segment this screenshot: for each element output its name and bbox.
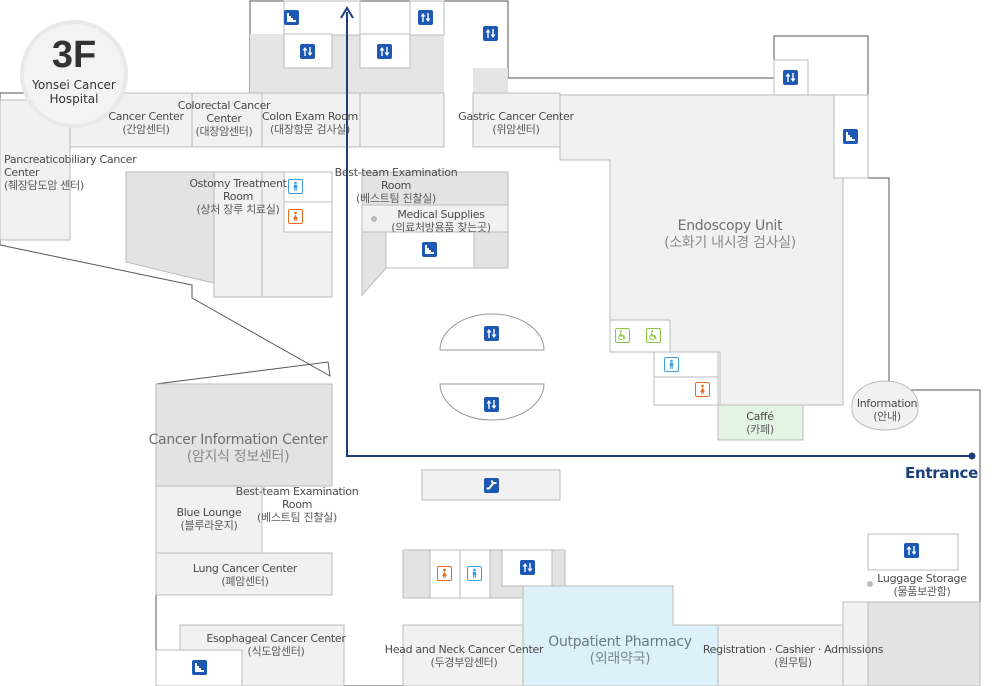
label-esophageal[interactable]: Esophageal Cancer Center(식도암센터) (206, 632, 346, 658)
room-colon-exam (261, 92, 361, 148)
restroom-female-icon (695, 382, 710, 397)
accessible-restroom-icon (646, 328, 661, 343)
restroom-male-icon (467, 566, 482, 581)
desk-information (851, 380, 919, 431)
restroom-female-icon (288, 209, 303, 224)
room-cancer-info (155, 383, 333, 487)
room-supplies (361, 204, 509, 233)
escalator-icon (484, 478, 499, 493)
elevator-icon (484, 397, 499, 412)
elevator-icon (483, 26, 498, 41)
label-cancer-info[interactable]: Cancer Information Center(암지식 정보센터) (148, 432, 328, 465)
box-endo-top (773, 59, 809, 96)
accessible-restroom-icon (615, 328, 630, 343)
room-lung (155, 552, 333, 596)
label-medical-supplies[interactable]: Medical Supplies(의료처방용품 찾는곳) (391, 208, 491, 234)
elevator-icon (377, 44, 392, 59)
label-pancreatic[interactable]: Pancreaticobiliary Cancer Center(췌장담도암 센… (4, 153, 137, 192)
room-top-mid (359, 92, 445, 148)
label-liver[interactable]: Cancer Center(간암센터) (108, 110, 184, 136)
label-head-neck[interactable]: Head and Neck Cancer Center(두경부암센터) (384, 643, 544, 669)
room-colorectal (191, 92, 263, 148)
room-gastric (472, 92, 561, 148)
label-caffe[interactable]: Caffé(카페) (746, 410, 774, 436)
elevator-icon (418, 10, 433, 25)
label-best-team-2[interactable]: Best-team Examination Room(베스트팀 진찰실) (235, 485, 359, 524)
label-colon-exam[interactable]: Colon Exam Room(대장항문 검사실) (262, 110, 358, 136)
route-line (346, 12, 972, 457)
label-gastric[interactable]: Gastric Cancer Center(위암센터) (458, 110, 574, 136)
block-ostomy-wedge (125, 171, 215, 284)
floor-number: 3F (51, 34, 97, 76)
dot-luggage (867, 581, 873, 587)
entrance-label[interactable]: Entrance (905, 464, 978, 482)
elevator-icon (904, 543, 919, 558)
stairs-icon (192, 660, 207, 675)
elevator-icon (484, 326, 499, 341)
elevator-icon (300, 44, 315, 59)
elevator-icon (783, 70, 798, 85)
label-ostomy[interactable]: Ostomy Treatment Room(상처 장루 치료실) (189, 177, 287, 216)
entrance-dot (968, 452, 976, 460)
elevator-icon (520, 560, 535, 575)
hospital-name: Yonsei Cancer Hospital (32, 78, 116, 106)
label-best-team-1[interactable]: Best-team Examination Room(베스트팀 진찰실) (334, 166, 458, 205)
stairs-icon (422, 242, 437, 257)
stairs-icon (843, 129, 858, 144)
floor-badge: 3F Yonsei Cancer Hospital (24, 24, 124, 124)
label-luggage[interactable]: Luggage Storage(물품보관함) (877, 572, 967, 598)
label-blue-lounge[interactable]: Blue Lounge(블루라운지) (176, 506, 242, 532)
room-caffe (717, 404, 804, 441)
dot-supplies (371, 216, 377, 222)
label-information[interactable]: Information(안내) (856, 397, 918, 423)
top-shaded-c (473, 68, 508, 94)
label-endoscopy[interactable]: Endoscopy Unit(소화기 내시경 검사실) (664, 218, 796, 251)
stairs-icon (284, 10, 299, 25)
restroom-male-icon (288, 179, 303, 194)
block-ostomy-left (213, 171, 263, 298)
label-registration[interactable]: Registration · Cashier · Admissions(원무팀) (702, 643, 884, 669)
room-luggage-dark (867, 601, 981, 686)
label-lung[interactable]: Lung Cancer Center(폐암센터) (192, 562, 298, 588)
label-colorectal[interactable]: Colorectal Cancer Center(대장암센터) (177, 99, 271, 138)
room-blue-lounge (155, 485, 263, 554)
restroom-female-icon (437, 566, 452, 581)
route-arrowhead (340, 6, 354, 19)
label-pharmacy[interactable]: Outpatient Pharmacy(외래약국) (548, 634, 692, 667)
restroom-male-icon (664, 357, 679, 372)
